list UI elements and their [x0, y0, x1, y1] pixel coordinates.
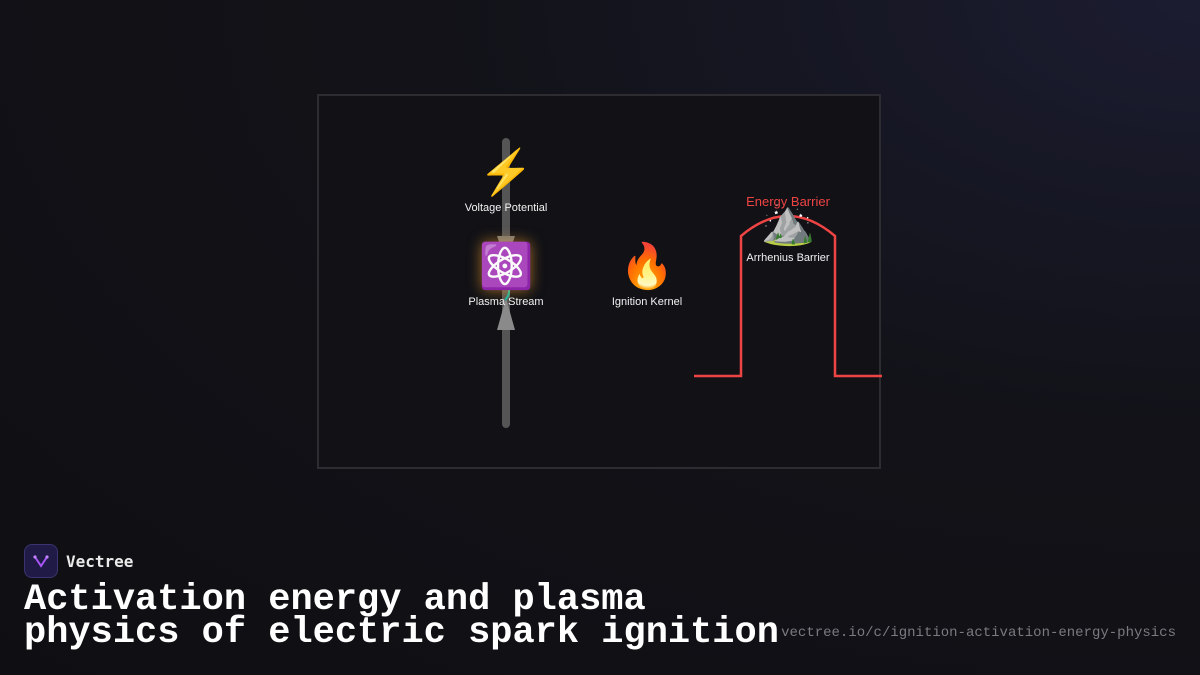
node-label: Ignition Kernel [611, 296, 683, 308]
energy-barrier-title: Energy Barrier [746, 194, 830, 209]
source-url[interactable]: vectree.io/c/ignition-activation-energy-… [781, 625, 1176, 641]
upper-electrode-tip [497, 236, 515, 262]
vectree-logo-icon [24, 544, 58, 578]
energy-barrier-curve [694, 214, 882, 378]
lower-electrode-tip [497, 298, 515, 330]
node-label: Arrhenius Barrier [746, 252, 830, 264]
page-title: Activation energy and plasma physics of … [24, 579, 779, 654]
fire-icon: 🔥 [619, 242, 675, 291]
atom-icon: ⚛️ [478, 242, 534, 291]
node-label: Plasma Stream [468, 296, 544, 308]
node-plasma-stream: ⚛️ Plasma Stream [468, 242, 543, 308]
spark-arc [502, 261, 511, 301]
lightning-icon: ⚡ [478, 148, 534, 197]
mountain-icon: ⛰️ [760, 198, 816, 247]
brand: Vectree [24, 544, 133, 578]
brand-name: Vectree [66, 551, 134, 571]
node-arrhenius-barrier: ⛰️ Arrhenius Barrier [746, 198, 829, 264]
node-label: Voltage Potential [464, 202, 548, 214]
diagram-frame [317, 94, 881, 469]
node-ignition-kernel: 🔥 Ignition Kernel [612, 242, 682, 308]
node-voltage-potential: ⚡ Voltage Potential [465, 148, 548, 214]
